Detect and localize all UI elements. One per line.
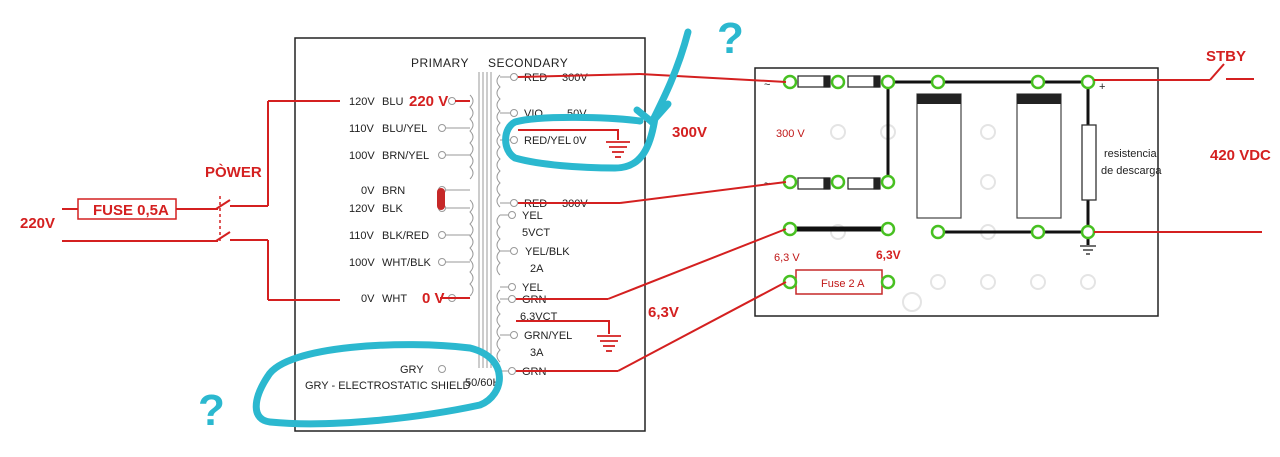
sec-color: RED xyxy=(524,72,547,84)
sec-color: 5VCT xyxy=(522,227,550,239)
sec-volts: 300V xyxy=(562,72,588,84)
sec-color: 3A xyxy=(530,347,544,359)
frequency-label: 50/60H xyxy=(465,377,501,389)
sec-color: 2A xyxy=(530,263,544,275)
tap-0v-label: 0 V xyxy=(422,290,445,307)
power-switch-label: PÒWER xyxy=(205,163,262,181)
tap-color: BLU/YEL xyxy=(382,123,427,135)
mains-220v: 220V xyxy=(20,215,55,232)
ground-symbol xyxy=(1080,245,1096,255)
secondary-tap-points xyxy=(500,73,518,375)
sec-300v-label: 300V xyxy=(672,124,707,141)
tap-volts: 120V xyxy=(349,96,375,108)
stby-label: STBY xyxy=(1206,48,1246,65)
tap-volts: 100V xyxy=(349,257,375,269)
board-nodes xyxy=(782,74,1096,290)
tap-color: WHT/BLK xyxy=(382,257,432,269)
board-300v: 300 V xyxy=(776,128,805,140)
tap-color: BLK/RED xyxy=(382,230,429,242)
tap-volts: 110V xyxy=(349,230,375,242)
primary-taps: 120V BLU 110V BLU/YEL 100V BRN/YEL 0V BR… xyxy=(349,96,432,305)
primary-header: PRIMARY xyxy=(411,56,469,70)
tap-220v-label: 220 V xyxy=(409,93,448,110)
sec-color: RED/YEL xyxy=(524,135,571,147)
tap-color: BLK xyxy=(382,203,403,215)
shield-tap xyxy=(438,365,446,373)
tap-color: BRN/YEL xyxy=(382,150,429,162)
transformer-core xyxy=(478,72,492,368)
tap-volts: 0V xyxy=(361,293,375,305)
sec-color: YEL xyxy=(522,210,543,222)
sec-volts: 0V xyxy=(573,135,587,147)
output-420v-label: 420 VDC xyxy=(1210,147,1271,164)
tap-color: BLU xyxy=(382,96,403,108)
capacitors xyxy=(916,93,1062,219)
primary-jumper xyxy=(437,188,445,210)
tap-volts: 100V xyxy=(349,150,375,162)
shield-label: GRY - ELECTROSTATIC SHIELD xyxy=(305,380,470,392)
diodes xyxy=(797,75,881,190)
board-traces xyxy=(886,80,1090,245)
secondary-coil xyxy=(496,74,501,363)
plus-sign: + xyxy=(1099,81,1105,93)
board-63v-b: 6,3V xyxy=(876,248,901,262)
ground-symbol xyxy=(597,141,630,352)
sec-color: YEL xyxy=(522,282,543,294)
sec-color: GRN/YEL xyxy=(524,330,572,342)
bleeder-resistor xyxy=(1081,124,1097,201)
tap-volts: 120V xyxy=(349,203,375,215)
shield-gry: GRY xyxy=(400,364,424,376)
tap-color: BRN xyxy=(382,185,405,197)
ac-symbol: ~ xyxy=(764,79,770,91)
tap-volts: 110V xyxy=(349,123,375,135)
sec-color: YEL/BLK xyxy=(525,246,570,258)
tap-volts: 0V xyxy=(361,185,375,197)
fuse-2a xyxy=(795,269,883,295)
sec-63v-label: 6,3V xyxy=(648,304,679,321)
primary-coil xyxy=(469,94,474,297)
resistor-label-2: de descarga xyxy=(1101,165,1162,177)
red-wires xyxy=(62,63,1262,372)
tap-color: WHT xyxy=(382,293,407,305)
cyan-highlight xyxy=(252,28,692,428)
board-63v-a: 6,3 V xyxy=(774,252,800,264)
question-mark-bottom: ? xyxy=(198,386,225,435)
secondary-header: SECONDARY xyxy=(488,56,568,70)
fuse-2a-label: Fuse 2 A xyxy=(821,278,865,290)
fuse-main-label: FUSE 0,5A xyxy=(93,202,169,219)
resistor-label-1: resistencia xyxy=(1104,148,1157,160)
question-mark-top: ? xyxy=(717,14,744,63)
